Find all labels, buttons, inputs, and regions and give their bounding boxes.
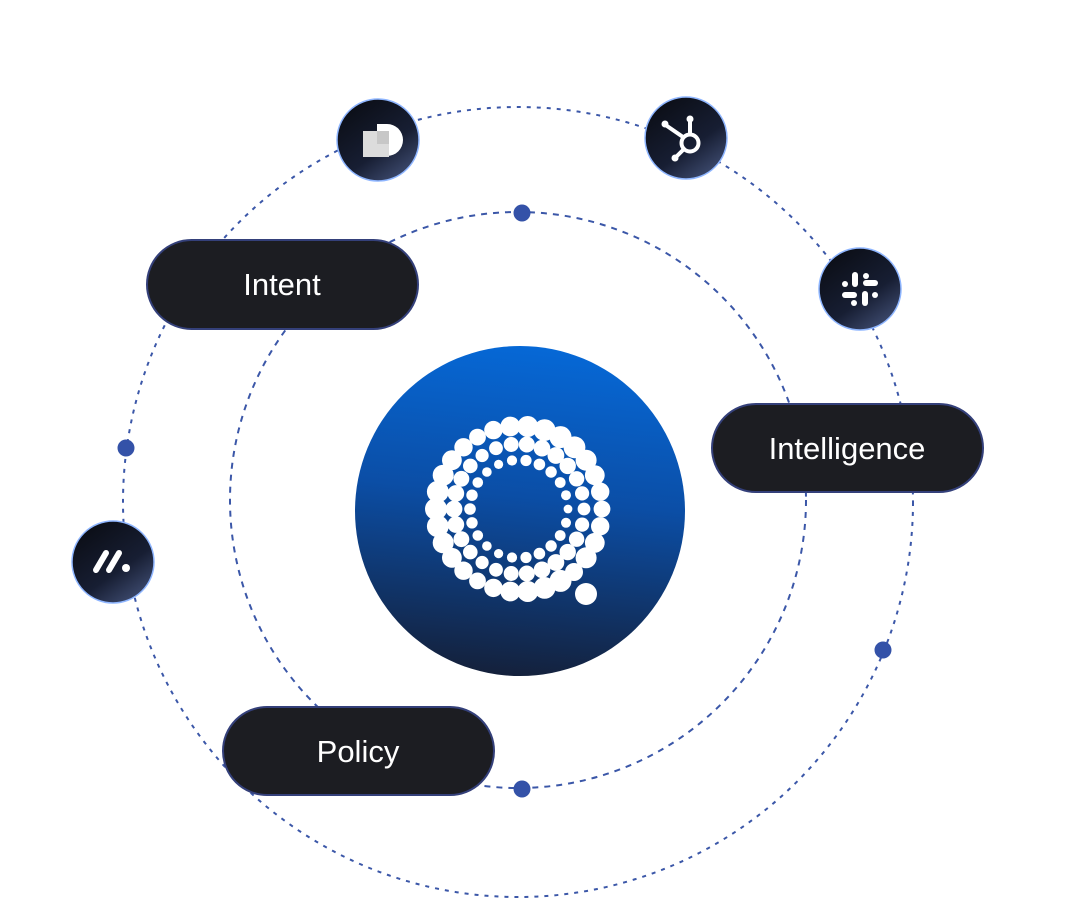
outer-orbit-ring xyxy=(122,106,914,898)
integration-d-logo[interactable] xyxy=(336,98,420,182)
integration-slack[interactable] xyxy=(818,247,902,331)
integration-hubspot[interactable] xyxy=(644,96,728,180)
slack-icon xyxy=(842,272,878,306)
intelligence-label: Intelligence xyxy=(769,431,926,466)
d-logo-icon xyxy=(363,124,403,157)
intelligence-pill[interactable]: Intelligence xyxy=(711,403,984,493)
orbit-node-top xyxy=(513,204,531,222)
monday-icon xyxy=(93,550,130,573)
orbit-node-left xyxy=(117,439,135,457)
orbit-node-right xyxy=(874,641,892,659)
intent-label: Intent xyxy=(243,267,321,302)
policy-label: Policy xyxy=(317,734,400,769)
dotted-q-logo-icon xyxy=(425,416,611,605)
hubspot-icon xyxy=(661,115,701,162)
orbit-node-bottom xyxy=(513,780,531,798)
center-logo xyxy=(355,346,685,676)
integration-monday[interactable] xyxy=(71,520,155,604)
policy-pill[interactable]: Policy xyxy=(222,706,495,796)
intent-pill[interactable]: Intent xyxy=(146,239,419,330)
